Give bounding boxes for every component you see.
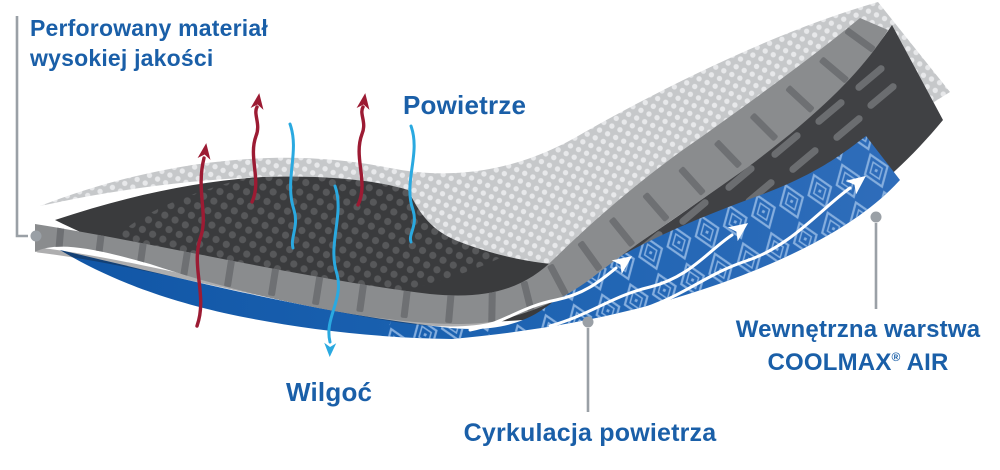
label-line: Perforowany materiał [30,15,268,41]
heat-arrowhead [356,93,370,110]
airflow-arrowhead [845,175,866,195]
heat-arrows [195,93,370,328]
air-line [288,122,298,250]
airflow-arrow [468,266,618,332]
moisture-arrow [327,184,340,344]
airflow-arrows [468,175,866,332]
leader-lines [15,16,882,412]
segmented-edge-band [35,18,888,325]
brand-suffix: AIR [906,349,949,376]
air-lines [288,122,416,357]
heat-arrowhead [197,143,211,160]
heat-arrow [195,156,206,328]
airflow-arrow [548,233,734,328]
airflow-arrow [632,186,852,314]
moisture-arrowhead [324,342,337,357]
label-inner-coolmax-layer: Wewnętrzna warstwa COOLMAX® AIR [716,313,1000,379]
registered-mark: ® [891,350,901,364]
air-label-line [408,124,416,244]
label-line: Wewnętrzna warstwa [735,316,981,343]
leader-dot [582,316,594,328]
label-air: Powietrze [403,90,527,120]
airflow-arrowhead [611,256,633,275]
edge-band-notches [55,27,876,325]
label-line: wysokiej jakości [30,45,214,71]
heat-arrow [356,105,366,207]
brand-name: COOLMAX [767,349,892,376]
airflow-arrowhead [727,223,749,242]
heat-arrowhead [250,93,264,110]
leader-dot [870,211,882,223]
label-air-circulation: Cyrkulacja powietrza [463,419,717,447]
label-moisture: Wilgoć [286,377,373,407]
leader-line [15,16,28,238]
label-line: COOLMAX® AIR [716,346,1000,379]
leader-dot [30,230,42,242]
heat-arrow [250,105,260,204]
label-perforated-material: Perforowany materiał wysokiej jakości [30,13,268,73]
